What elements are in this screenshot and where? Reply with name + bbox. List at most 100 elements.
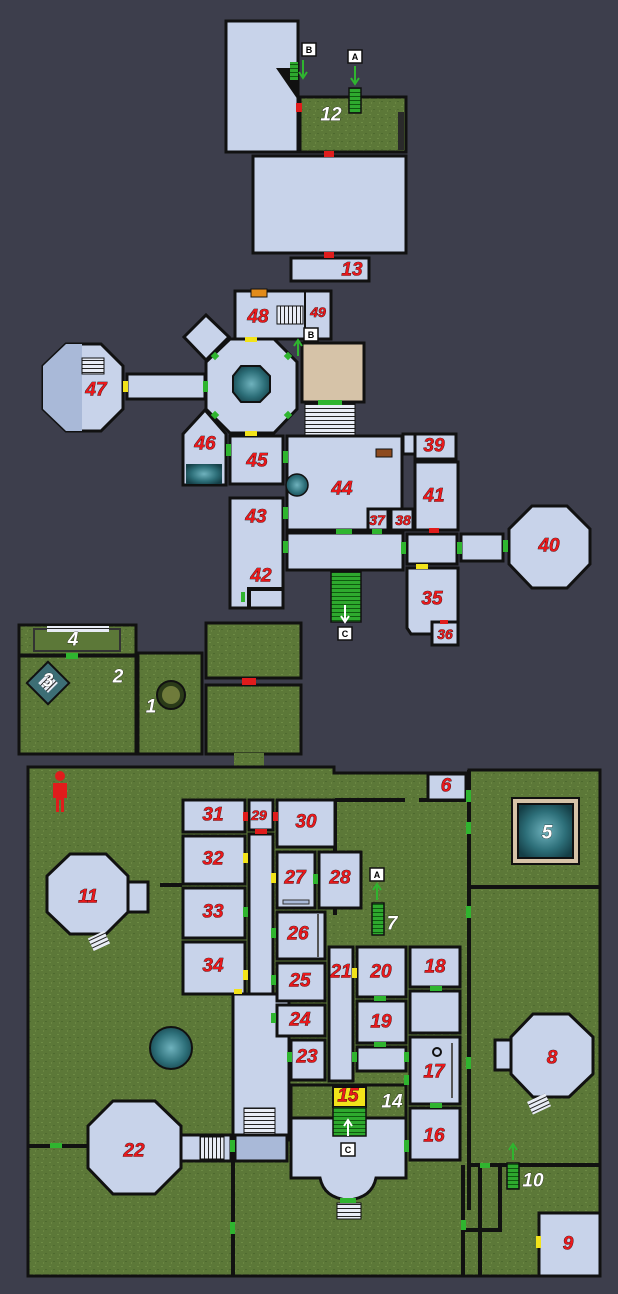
door-red[interactable] <box>255 829 267 834</box>
arrow-10 <box>508 1142 518 1160</box>
door-red[interactable] <box>273 812 278 821</box>
door-red[interactable] <box>429 528 439 533</box>
door-green[interactable] <box>336 529 352 534</box>
door-red[interactable] <box>440 620 448 624</box>
key-icon[interactable] <box>432 1047 442 1057</box>
room-labels: 1234567891011121314151617181920212223242… <box>42 104 574 1255</box>
door-red[interactable] <box>324 252 334 258</box>
room-label-47: 47 <box>84 380 108 401</box>
door-yellow[interactable] <box>123 381 128 392</box>
room-label-27: 27 <box>283 868 307 889</box>
marker-A-bottom[interactable]: A <box>369 867 385 900</box>
door-green[interactable] <box>287 1052 292 1062</box>
room-27 <box>275 850 317 910</box>
stairs-14-south <box>336 1202 362 1220</box>
marker-C-mid[interactable]: C <box>337 605 353 641</box>
door-green[interactable] <box>466 1057 471 1069</box>
stairs-12-b <box>290 62 298 80</box>
door-red[interactable] <box>296 103 302 112</box>
door-yellow[interactable] <box>352 968 357 978</box>
room-large-north <box>251 154 408 255</box>
door-green[interactable] <box>401 542 406 554</box>
marker-B-mid[interactable]: B <box>293 327 319 356</box>
door-green[interactable] <box>210 410 220 420</box>
door-green[interactable] <box>203 381 208 392</box>
door-red[interactable] <box>242 678 256 685</box>
door-green[interactable] <box>430 986 442 991</box>
area-se <box>204 683 303 756</box>
door-green[interactable] <box>313 874 318 884</box>
door-green[interactable] <box>283 410 293 420</box>
stairs-12 <box>348 87 362 114</box>
door-green[interactable] <box>283 507 288 519</box>
door-yellow[interactable] <box>536 1236 541 1248</box>
door-green[interactable] <box>466 822 471 834</box>
door-green[interactable] <box>283 451 288 463</box>
door-green[interactable] <box>404 1075 409 1085</box>
pool-5-water <box>517 803 574 859</box>
room-label-18: 18 <box>424 957 446 978</box>
door-green[interactable] <box>480 1163 490 1168</box>
room-22 <box>86 1099 183 1196</box>
marker-B-top[interactable]: B <box>298 42 317 80</box>
fountain-icon <box>232 365 271 403</box>
room-label-44: 44 <box>330 479 353 500</box>
door-green[interactable] <box>466 790 471 802</box>
room-label-23: 23 <box>295 1047 318 1068</box>
door-green[interactable] <box>461 1220 466 1230</box>
door-green[interactable] <box>374 1042 386 1047</box>
door-green[interactable] <box>466 906 471 918</box>
door-green[interactable] <box>271 975 276 985</box>
room-label-8: 8 <box>547 1048 558 1069</box>
door-green[interactable] <box>503 540 508 552</box>
door-green[interactable] <box>404 1140 409 1152</box>
door-green[interactable] <box>283 351 293 361</box>
corridor-40b <box>459 532 505 563</box>
room-18b <box>408 989 462 1035</box>
chest-icon[interactable] <box>375 448 393 458</box>
marker-C-bottom[interactable]: C <box>340 1118 356 1157</box>
marker-A-top[interactable]: A <box>347 49 363 86</box>
door-yellow[interactable] <box>245 431 257 436</box>
person-icon[interactable] <box>53 771 67 812</box>
door-yellow[interactable] <box>245 337 257 342</box>
room-label-2: 2 <box>112 667 124 688</box>
door-yellow[interactable] <box>234 989 242 994</box>
door-yellow[interactable] <box>243 970 248 980</box>
chest-icon[interactable] <box>250 288 268 298</box>
door-green[interactable] <box>226 444 231 456</box>
door-green[interactable] <box>374 996 386 1001</box>
door-green[interactable] <box>271 928 276 938</box>
door-green[interactable] <box>271 1013 276 1023</box>
door-yellow[interactable] <box>271 873 276 883</box>
door-green[interactable] <box>50 1143 62 1148</box>
door-green[interactable] <box>66 653 78 659</box>
room-label-21: 21 <box>329 962 351 983</box>
door-green[interactable] <box>372 529 382 534</box>
room-label-28: 28 <box>328 868 351 889</box>
door-green[interactable] <box>210 351 220 361</box>
door-yellow[interactable] <box>243 853 248 863</box>
door-green[interactable] <box>318 400 342 405</box>
door-green[interactable] <box>283 541 288 553</box>
room-label-24: 24 <box>288 1010 311 1031</box>
door-green[interactable] <box>230 1140 235 1152</box>
door-green[interactable] <box>230 1222 235 1234</box>
door-green[interactable] <box>430 1103 442 1108</box>
room-40 <box>507 504 592 590</box>
stairs-47 <box>81 357 105 375</box>
room-31 <box>181 798 247 834</box>
room-label-34: 34 <box>202 956 224 977</box>
room-label-36: 36 <box>437 626 453 642</box>
door-green[interactable] <box>241 592 245 602</box>
door-green[interactable] <box>340 1198 356 1203</box>
door-green[interactable] <box>243 907 248 917</box>
pond-icon <box>149 1026 193 1070</box>
door-green[interactable] <box>404 1052 409 1062</box>
door-green[interactable] <box>457 542 462 554</box>
door-green[interactable] <box>352 1052 357 1062</box>
door-yellow[interactable] <box>416 564 428 569</box>
door-red[interactable] <box>324 151 334 157</box>
door-red[interactable] <box>243 812 248 821</box>
room-label-13: 13 <box>341 260 363 281</box>
